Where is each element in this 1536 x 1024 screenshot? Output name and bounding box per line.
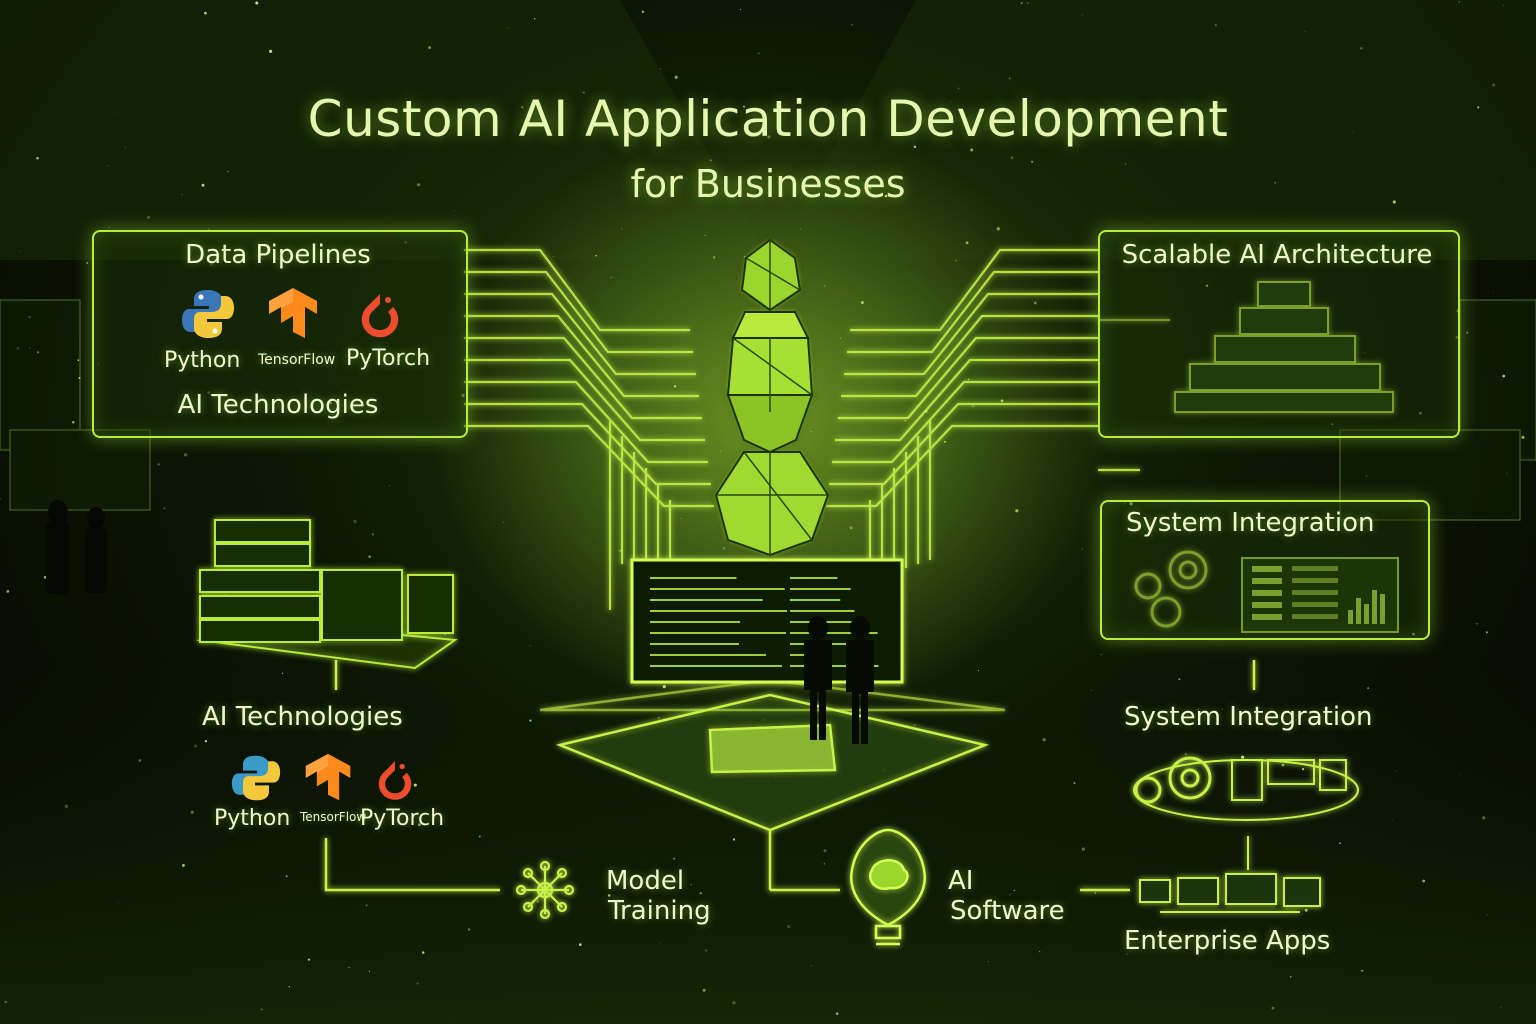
enterprise-apps-label: Enterprise Apps (1124, 926, 1331, 956)
model-training-line1: Model (606, 866, 685, 896)
data-pipelines-footer: AI Technologies (177, 390, 379, 420)
gears-icon-lower (1133, 756, 1359, 821)
enterprise-apps-icon (1139, 836, 1321, 913)
architecture-stack-icon (1174, 281, 1394, 413)
tensorflow-icon (269, 288, 317, 338)
python-label: Python (164, 348, 241, 373)
page-subtitle: for Businesses (630, 162, 906, 206)
server-stack-icon (196, 519, 458, 670)
scalable-architecture-title: Scalable AI Architecture (1121, 240, 1433, 270)
gears-icon (1134, 550, 1208, 628)
lightbulb-brain-icon (850, 828, 926, 946)
pytorch-label: PyTorch (346, 346, 431, 371)
system-integration-panel (1100, 500, 1430, 640)
system-integration-label: System Integration (1124, 702, 1373, 732)
system-integration-panel-title: System Integration (1126, 508, 1375, 538)
tensorflow-label: TensorFlow (258, 352, 336, 368)
ai-software-line1: AI (948, 866, 974, 896)
python-icon (182, 290, 234, 338)
tensorflow-icon-lower (305, 753, 351, 801)
python-label-lower: Python (214, 806, 291, 831)
neural-network-icon (515, 860, 575, 920)
data-pipelines-panel (92, 230, 468, 438)
people-silhouettes (804, 616, 874, 744)
model-training-line2: Training (608, 896, 711, 926)
tensorflow-label-lower: TensorFlow (300, 810, 367, 824)
pytorch-label-lower: PyTorch (360, 806, 445, 831)
data-pipelines-title: Data Pipelines (185, 240, 371, 270)
central-platform (539, 678, 1006, 890)
ai-technologies-title: AI Technologies (202, 702, 403, 732)
pytorch-icon-lower (378, 761, 412, 800)
ai-software-line2: Software (950, 896, 1065, 926)
polyhedral-ai-figure (714, 238, 830, 557)
scalable-architecture-panel (1098, 230, 1460, 438)
page-title: Custom AI Application Development (307, 90, 1229, 148)
python-icon-lower (231, 755, 281, 801)
pytorch-icon (361, 294, 399, 338)
